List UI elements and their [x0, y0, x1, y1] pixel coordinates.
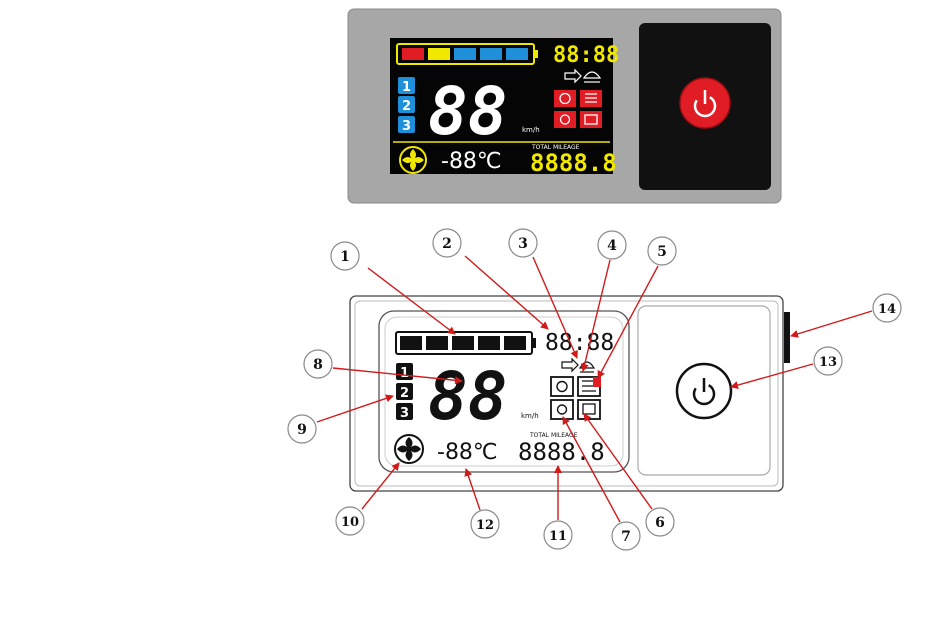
gear-1-label: 1	[402, 80, 411, 95]
speed-readout: 88	[428, 73, 507, 150]
battery-cell	[402, 48, 424, 60]
diagram-warning-icons	[551, 377, 601, 419]
speed-unit: km/h	[522, 126, 540, 134]
clock-readout: 88:88	[553, 43, 619, 68]
diagram-fan-icon	[395, 435, 423, 463]
fan-icon	[400, 147, 426, 173]
diagram-lock-icon	[578, 400, 600, 419]
diagram-speed-unit: km/h	[521, 412, 539, 420]
callout-4: 4	[598, 231, 626, 259]
callout-1: 1	[331, 242, 359, 270]
callout-arrow-12	[466, 469, 480, 510]
callout-number: 14	[878, 302, 896, 317]
device-line-diagram: 88:88 1 2 3 88 km/h	[350, 296, 790, 491]
callout-number: 13	[819, 355, 837, 370]
callout-8: 8	[304, 350, 332, 378]
diagram-arrow-icon	[562, 359, 578, 371]
diagram-gear-1: 1	[400, 366, 409, 381]
callout-number: 9	[297, 422, 307, 438]
callout-number: 1	[340, 249, 350, 265]
callout-arrow-2	[465, 256, 548, 329]
diagram-battery	[396, 332, 536, 354]
diagram-gear-3: 3	[400, 406, 409, 421]
diagram-power-button[interactable]	[677, 364, 731, 418]
gear-3-label: 3	[402, 119, 411, 134]
callout-2: 2	[433, 229, 461, 257]
callout-number: 8	[313, 357, 323, 373]
callout-10: 10	[336, 507, 364, 535]
device-photo: 88:88 1 2 3 88 km/h	[348, 9, 781, 203]
diagram-mileage: 8888.8	[518, 438, 605, 466]
mileage-readout: 8888.8	[530, 149, 617, 177]
callout-9: 9	[288, 415, 316, 443]
callout-7: 7	[612, 522, 640, 550]
brake-warning-icon	[554, 90, 576, 107]
diagram-horn-icon	[580, 362, 594, 372]
callout-number: 10	[341, 515, 359, 530]
battery-cell	[480, 48, 502, 60]
callout-5: 5	[648, 237, 676, 265]
callout-3: 3	[509, 229, 537, 257]
callout-number: 5	[657, 244, 667, 260]
diagram-speed: 88	[428, 358, 507, 435]
callout-11: 11	[544, 521, 572, 549]
callout-12: 12	[471, 510, 499, 538]
battery-cell	[428, 48, 450, 60]
callout-number: 2	[442, 236, 452, 252]
callout-13: 13	[814, 347, 842, 375]
diagram-clock: 88:88	[545, 330, 614, 356]
callout-arrow-14	[791, 311, 872, 336]
callout-number: 6	[655, 515, 665, 531]
diagram-gears: 1 2 3	[396, 363, 413, 421]
battery-cell	[506, 48, 528, 60]
callout-number: 12	[476, 518, 494, 533]
callout-number: 4	[607, 238, 617, 254]
side-switch	[784, 312, 790, 363]
temperature-readout: -88℃	[441, 149, 502, 174]
gear-2-label: 2	[402, 99, 411, 114]
callout-arrow-7	[563, 417, 620, 522]
diagram-temperature: -88℃	[437, 440, 498, 465]
callout-number: 7	[621, 529, 631, 545]
power-button[interactable]	[680, 78, 730, 128]
callout-arrow-5	[598, 266, 658, 378]
diagram-gear-2: 2	[400, 386, 409, 401]
callout-number: 11	[549, 529, 567, 544]
controller-fault-icon	[554, 111, 576, 128]
lock-icon	[580, 111, 602, 128]
callout-6: 6	[646, 508, 674, 536]
callout-number: 3	[518, 236, 528, 252]
diagram-controller-icon	[551, 400, 573, 419]
battery-cell	[454, 48, 476, 60]
callout-arrow-13	[731, 364, 813, 387]
callout-14: 14	[873, 294, 901, 322]
gear-indicators: 1 2 3	[398, 77, 415, 134]
diagram-brake-icon	[551, 377, 573, 396]
